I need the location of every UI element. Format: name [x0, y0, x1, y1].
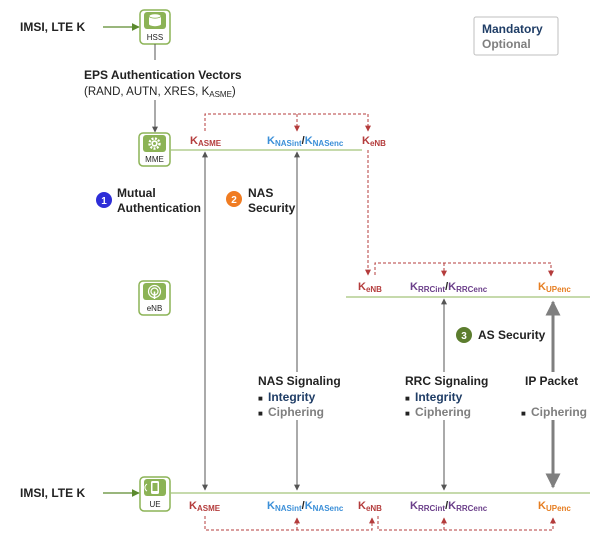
svg-text:■: ■ [521, 409, 526, 418]
nas-integrity: Integrity [268, 390, 316, 404]
step-1-label-line2: Authentication [117, 201, 201, 215]
ip-ciphering: Ciphering [531, 405, 587, 419]
rrc-signaling-block: RRC Signaling ■ Integrity ■ Ciphering [405, 374, 488, 419]
eps-vectors: (RAND, AUTN, XRES, KASME) [84, 86, 236, 99]
enb-k-enb: KeNB [358, 281, 382, 294]
step-1: 1 Mutual Authentication [96, 186, 201, 215]
nas-ciphering: Ciphering [268, 405, 324, 419]
enb-k-upenc: KUPenc [538, 281, 571, 294]
enb-label: eNB [147, 304, 163, 313]
mme-k-nas: KNASint/KNASenc [267, 135, 344, 148]
ue-kenb-to-kupenc-arrow [377, 516, 556, 531]
mme-kasme-to-kenb-arrow [204, 113, 371, 132]
ue-kasme-to-kenb-arrow [204, 516, 375, 531]
step-1-label-line1: Mutual [117, 186, 156, 200]
step-2-label-line1: NAS [248, 186, 273, 200]
mme-k-enb: KeNB [362, 135, 386, 148]
enb-node: eNB [138, 280, 171, 316]
svg-text:■: ■ [405, 394, 410, 403]
rrc-signaling-title: RRC Signaling [405, 374, 488, 388]
ue-k-upenc: KUPenc [538, 500, 571, 513]
step-2: 2 NAS Security [226, 186, 296, 215]
ip-packet-block: IP Packet ■ Ciphering [521, 374, 587, 419]
mme-k-asme: KASME [190, 135, 222, 148]
eps-title: EPS Authentication Vectors [84, 68, 242, 82]
step-3: 3 AS Security [456, 327, 546, 343]
ue-label: UE [149, 500, 160, 509]
ue-k-rrc: KRRCint/KRRCenc [410, 500, 488, 513]
ue-k-nas: KNASint/KNASenc [267, 500, 344, 513]
step-2-label-line2: Security [248, 201, 296, 215]
enb-kenb-to-kupenc-arrow [374, 262, 554, 277]
hss-label: HSS [147, 33, 163, 42]
legend-optional: Optional [482, 37, 531, 51]
rrc-integrity: Integrity [415, 390, 463, 404]
ue-k-asme: KASME [189, 500, 221, 513]
gear-icon [148, 137, 161, 150]
mme-label: MME [145, 155, 164, 164]
hss-input-label: IMSI, LTE K [20, 20, 85, 34]
svg-text:■: ■ [258, 394, 263, 403]
step-3-number: 3 [461, 331, 467, 342]
mme-node: MME [138, 132, 171, 167]
ip-packet-title: IP Packet [525, 374, 578, 388]
step-2-number: 2 [231, 195, 237, 206]
step-3-label: AS Security [478, 328, 546, 342]
legend: Mandatory Optional [473, 16, 559, 56]
phone-icon [144, 481, 159, 494]
hss-node: HSS [139, 9, 171, 45]
step-1-number: 1 [101, 196, 107, 207]
ue-k-enb: KeNB [358, 500, 382, 513]
legend-mandatory: Mandatory [482, 22, 543, 36]
ue-input-label: IMSI, LTE K [20, 486, 85, 500]
rrc-ciphering: Ciphering [415, 405, 471, 419]
nas-signaling-title: NAS Signaling [258, 374, 341, 388]
enb-k-rrc: KRRCint/KRRCenc [410, 281, 488, 294]
svg-text:■: ■ [258, 409, 263, 418]
antenna-icon [147, 284, 162, 299]
ue-node: UE [139, 476, 171, 512]
nas-signaling-block: NAS Signaling ■ Integrity ■ Ciphering [258, 374, 341, 419]
svg-text:■: ■ [405, 409, 410, 418]
database-icon [148, 13, 162, 27]
